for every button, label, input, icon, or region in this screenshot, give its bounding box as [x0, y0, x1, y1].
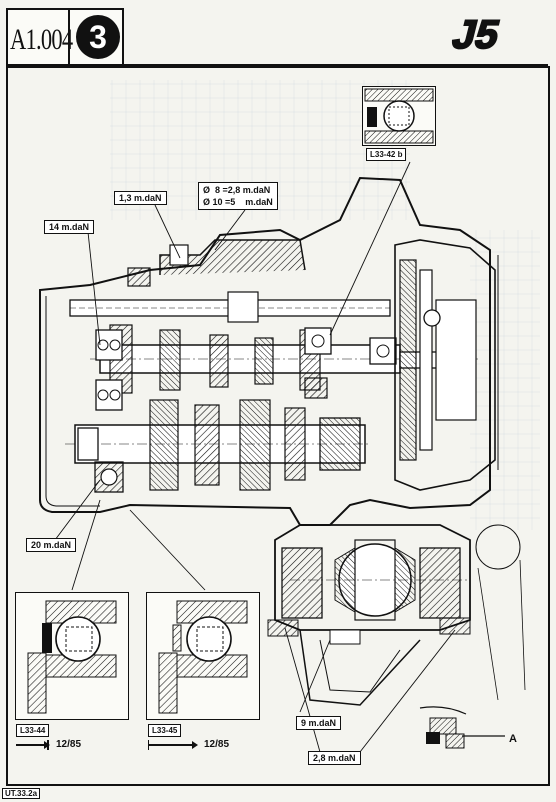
torque-label-bolt-sizes: Ø 8 =2,8 m.daN Ø 10 =5 m.daN — [198, 182, 278, 210]
torque-label-bolt-10: Ø 10 =5 m.daN — [203, 197, 273, 207]
torque-label-diff-2-8: 2,8 m.daN — [308, 751, 361, 765]
bearing-detail-top — [364, 88, 434, 144]
section-number-badge: 3 — [76, 15, 120, 59]
torque-label-bolt-8: Ø 8 =2,8 m.daN — [203, 185, 271, 195]
revision-date-right: 12/85 — [204, 739, 230, 750]
bearing-detail-right — [158, 600, 248, 714]
figure-reference: UT.33.2a — [2, 788, 41, 799]
header-divider — [68, 10, 70, 66]
torque-label-output-nut: 20 m.daN — [26, 538, 77, 552]
diagram-frame — [6, 66, 550, 786]
inset-ref-right: L33-45 — [148, 724, 182, 737]
torque-label-vent: 1,3 m.daN — [114, 191, 167, 205]
detail-a-letter: A — [509, 733, 517, 745]
bearing-detail-left — [27, 600, 117, 714]
logo-text: J5 — [448, 12, 504, 56]
detail-a-drawing — [419, 706, 467, 749]
torque-label-diff-9: 9 m.daN — [296, 716, 342, 730]
header-rule — [124, 64, 548, 66]
date-arrow-right-icon — [148, 740, 198, 750]
inset-ref-left: L33-44 — [16, 724, 50, 737]
bearing-inset-right — [146, 592, 260, 720]
date-arrow-left-icon — [16, 740, 50, 750]
bearing-inset-left — [15, 592, 129, 720]
bearing-inset-top — [362, 86, 436, 146]
inset-ref-top: L33-42 b — [366, 148, 407, 161]
revision-date-left: 12/85 — [56, 739, 82, 750]
torque-label-input-nut: 14 m.daN — [44, 220, 95, 234]
header-box: A1.004 3 — [6, 8, 124, 66]
j5-logo: J5 — [447, 11, 505, 56]
